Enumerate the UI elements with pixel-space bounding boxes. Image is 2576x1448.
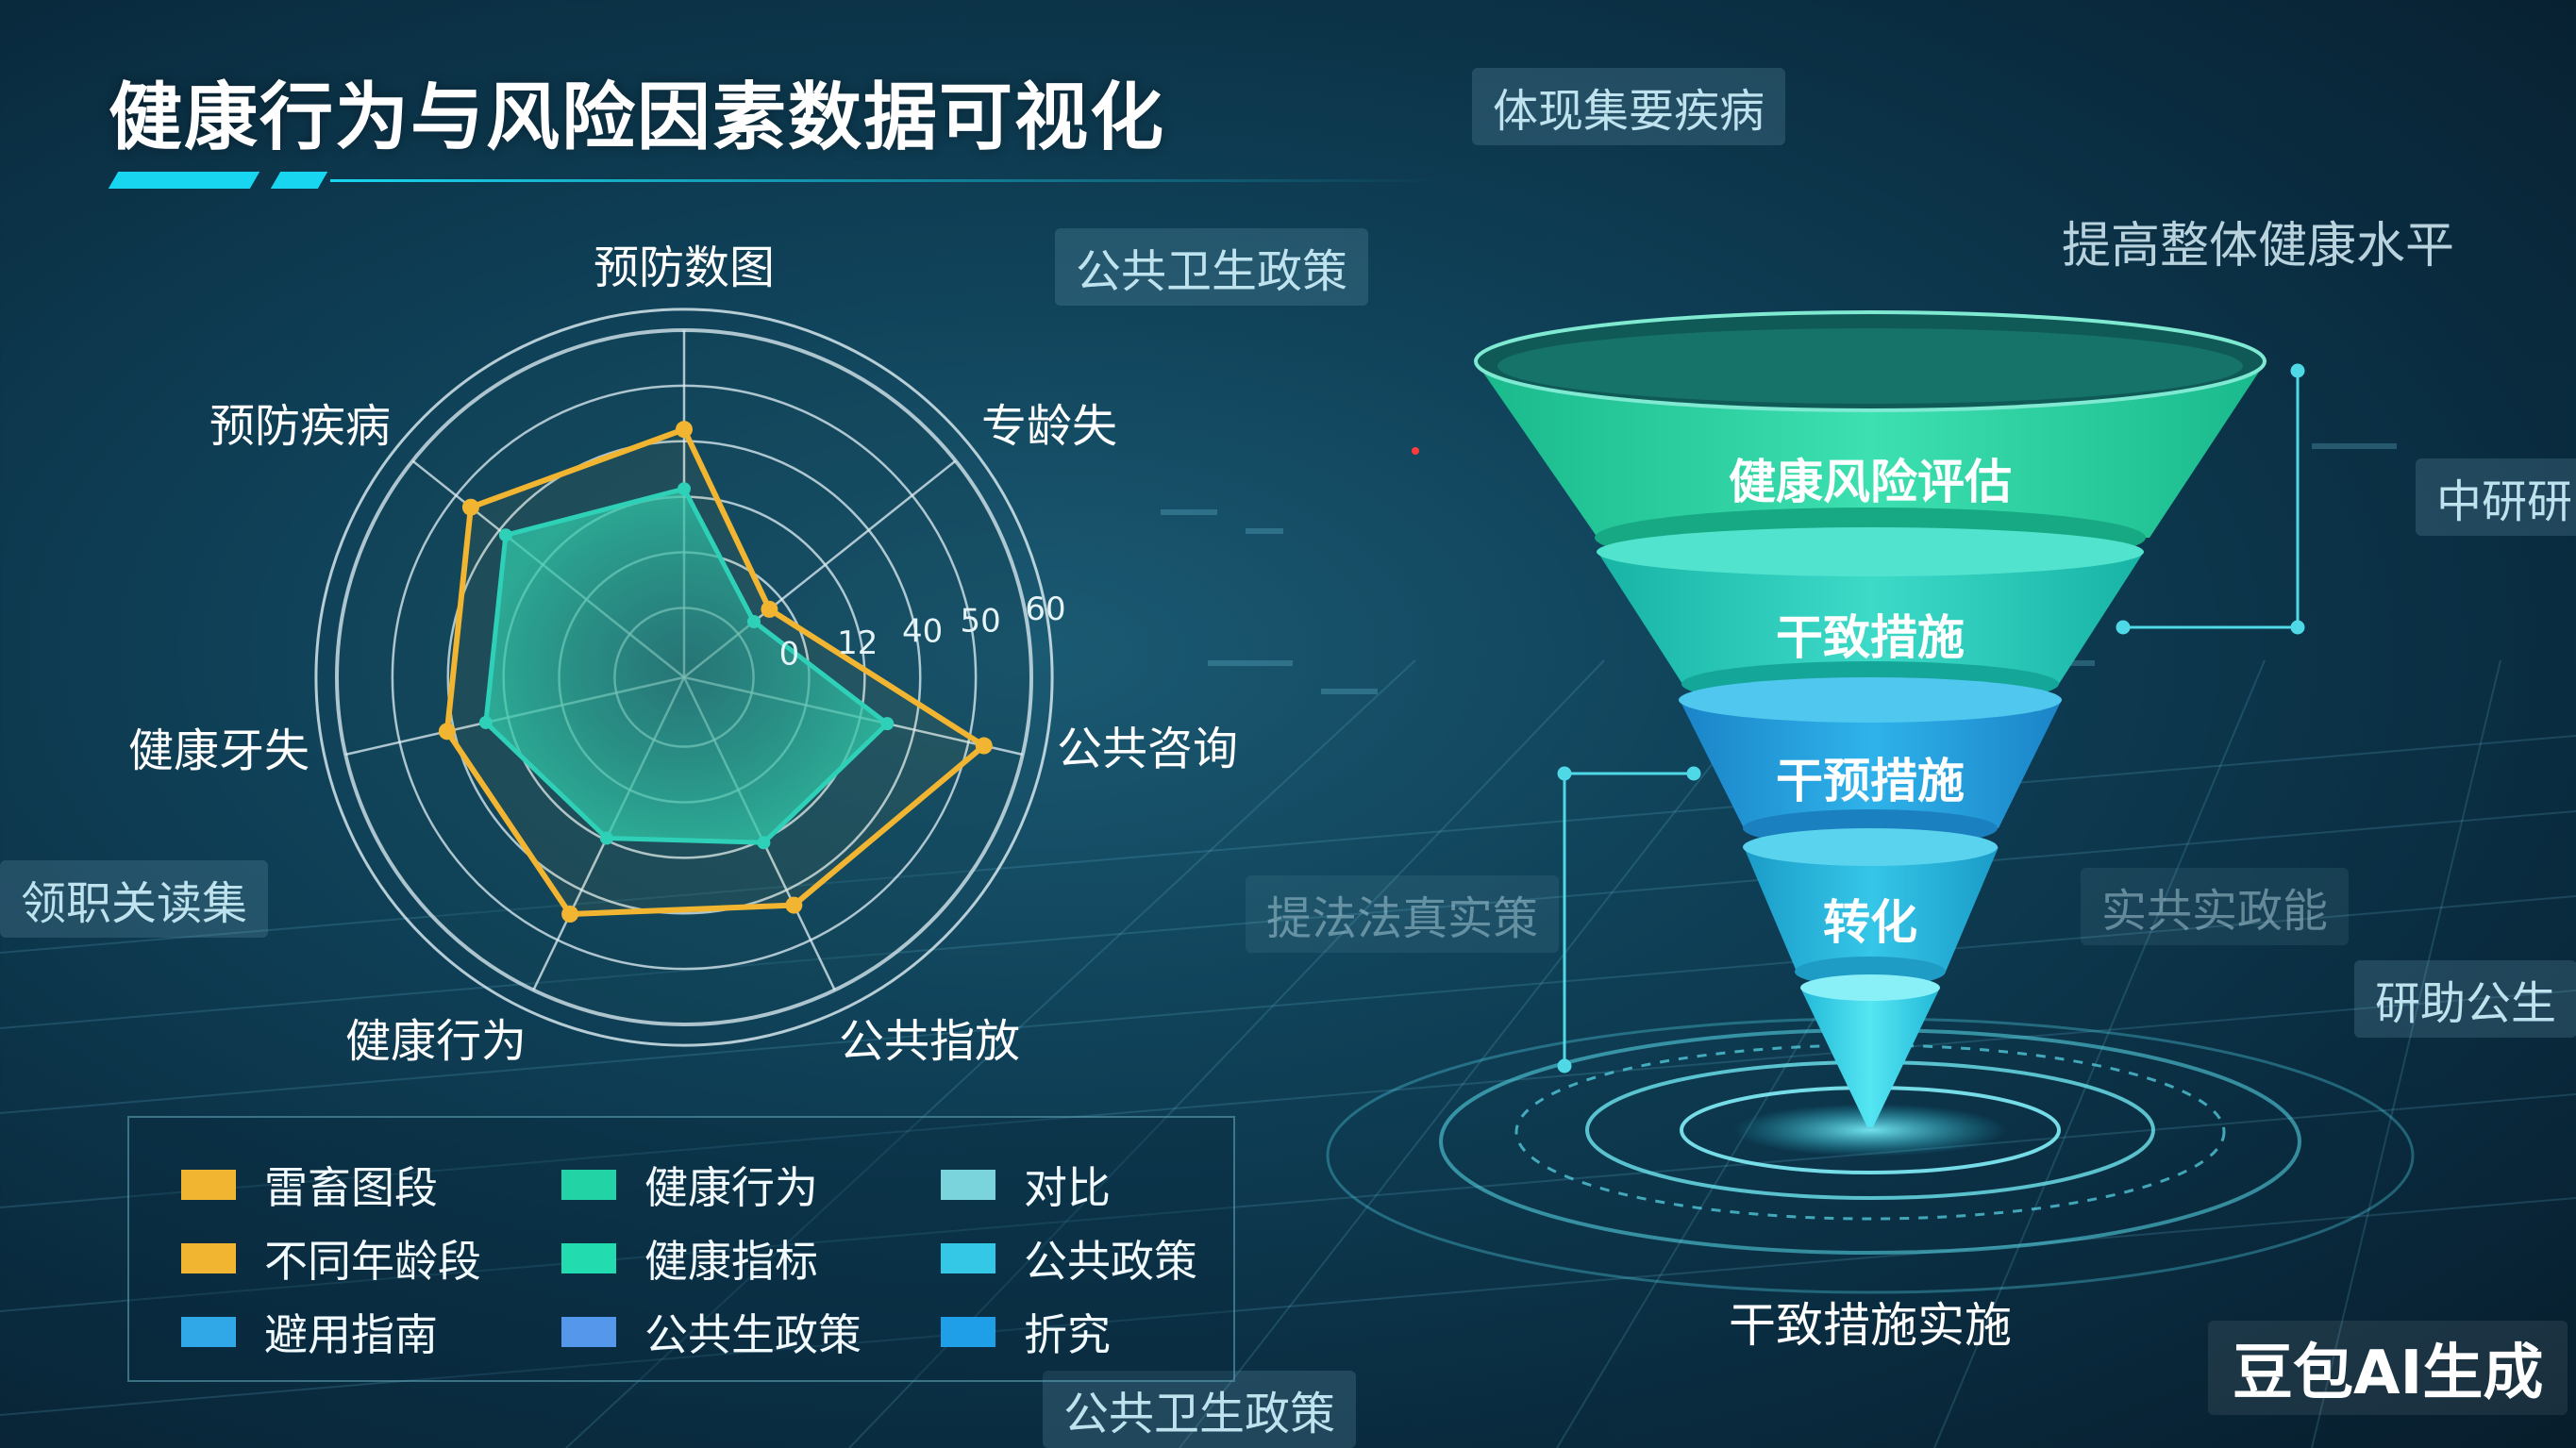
radar-tick-label: 60 [1025, 591, 1065, 628]
legend-swatch [561, 1243, 616, 1273]
legend-label: 公共政策 [1024, 1236, 1197, 1287]
radar-point [561, 906, 579, 924]
radar-point [599, 831, 613, 845]
legend-label: 雷畜图段 [264, 1162, 438, 1213]
radar-axis-label: 预防数图 [594, 241, 775, 294]
radar-tick-label: 12 [837, 624, 878, 662]
legend-label: 不同年龄段 [264, 1236, 481, 1287]
funnel-base-rings [1326, 1017, 2415, 1294]
legend-item: 对比 [941, 1154, 1111, 1216]
legend-item: 健康指标 [561, 1227, 818, 1290]
radar-axis-label: 专龄失 [981, 400, 1117, 453]
legend-swatch [181, 1317, 236, 1347]
legend-label: 公共生政策 [644, 1309, 861, 1360]
radar-legend: 雷畜图段 健康行为 对比 不同年龄段 健康指标 公共政策 避用指南 公共生政策 … [127, 1116, 1235, 1382]
radar-axis-label: 健康牙失 [128, 724, 309, 777]
tag-right-mid: 中研研 [2416, 458, 2576, 536]
radar-point [757, 836, 771, 850]
legend-label: 健康行为 [644, 1162, 818, 1213]
legend-swatch [561, 1170, 616, 1200]
legend-label: 对比 [1024, 1162, 1111, 1213]
radar-point [746, 615, 761, 629]
radar-point [677, 482, 691, 496]
legend-item: 公共生政策 [561, 1301, 861, 1363]
radar-point [785, 896, 803, 914]
radar-tick-label: 50 [961, 602, 1001, 640]
radar-point [498, 528, 512, 542]
funnel-connectors [1557, 363, 2305, 1074]
funnel-stage-5 [1800, 974, 1940, 1127]
radar-outer-ring [314, 308, 1054, 1047]
radar-series-line [443, 425, 989, 918]
legend-swatch [561, 1317, 616, 1347]
tag-top-center: 体现集要疾病 [1472, 68, 1786, 145]
radar-series-area [483, 486, 892, 845]
radar-point [478, 715, 493, 729]
radar-tick-label: 40 [902, 613, 943, 651]
legend-swatch [941, 1243, 995, 1273]
legend-item: 公共政策 [941, 1227, 1197, 1290]
radar-axis-label: 健康行为 [345, 1015, 527, 1068]
legend-label: 避用指南 [264, 1309, 438, 1360]
title-underline [330, 179, 1444, 182]
funnel-caption: 干致措施实施 [1729, 1298, 2012, 1353]
legend-item: 避用指南 [181, 1301, 438, 1363]
radar-point [880, 717, 895, 731]
radar-point [461, 498, 479, 516]
radar-axis-label: 公共指放 [839, 1015, 1020, 1068]
legend-item: 健康行为 [561, 1154, 818, 1216]
funnel-stage-4-label: 转化 [1823, 895, 1917, 950]
tag-right-faint: 实共实政能 [2081, 868, 2350, 945]
watermark: 豆包AI生成 [2208, 1321, 2568, 1415]
funnel-stage-1-label: 健康风险评估 [1729, 455, 2012, 509]
radar-axis-label: 预防疾病 [209, 400, 391, 453]
funnel-stage-2 [1597, 527, 2144, 707]
legend-item: 不同年龄段 [181, 1227, 481, 1290]
legend-label: 健康指标 [644, 1236, 818, 1287]
radar-point [676, 421, 693, 439]
radar-point [975, 737, 993, 755]
radar-point [438, 723, 456, 741]
legend-swatch [941, 1170, 995, 1200]
legend-swatch [941, 1317, 995, 1347]
legend-swatch [181, 1170, 236, 1200]
radar-tick-label: 0 [779, 635, 800, 673]
legend-swatch [181, 1243, 236, 1273]
radar-axis-label: 公共咨询 [1057, 723, 1238, 775]
radar-point [761, 600, 778, 618]
label-right-top: 提高整体健康水平 [2062, 218, 2455, 275]
tag-policy-top: 公共卫生政策 [1055, 228, 1369, 306]
funnel-stage-3-label: 干预措施 [1776, 754, 1965, 808]
page-title: 健康行为与风险因素数据可视化 [109, 75, 1166, 160]
legend-item: 折究 [941, 1301, 1111, 1363]
funnel-stage-2-label: 干致措施 [1776, 610, 1965, 665]
tag-right-low: 研助公生 [2354, 960, 2576, 1038]
tag-policy-bottom: 公共卫生政策 [1043, 1371, 1357, 1448]
tag-left-mid: 领职关读集 [0, 860, 269, 938]
tag-center-faint: 提法法真实策 [1246, 875, 1560, 953]
legend-label: 折究 [1024, 1309, 1111, 1360]
legend-item: 雷畜图段 [181, 1154, 438, 1216]
